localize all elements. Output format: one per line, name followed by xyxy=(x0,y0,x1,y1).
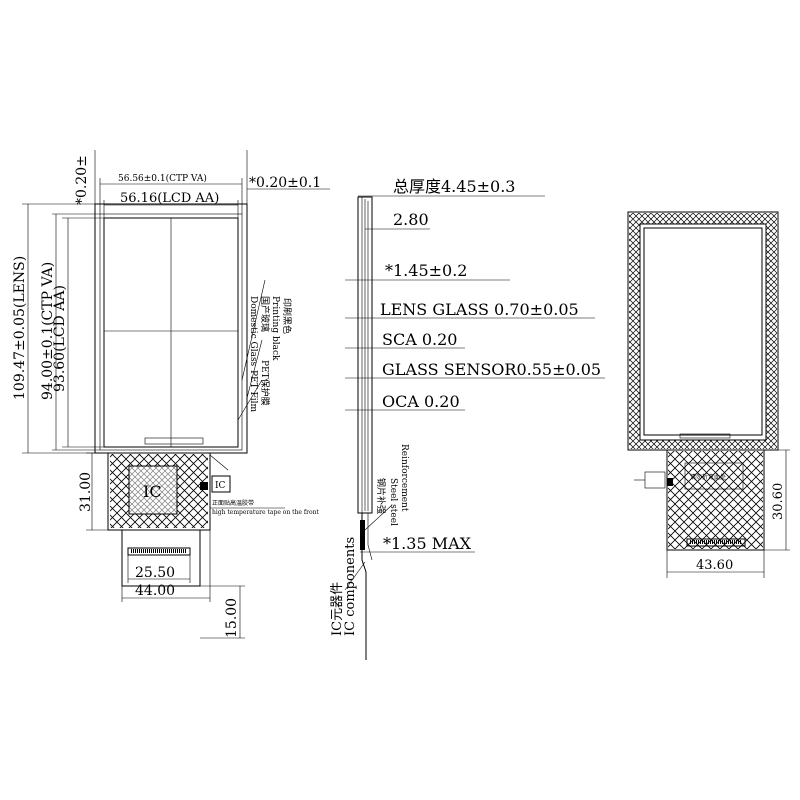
back-label-text: 请勿折弯此处 xyxy=(690,473,726,481)
sca-label: SCA 0.20 xyxy=(382,330,457,349)
front-view: 56.56±0.1(CTP VA) 56.16(LCD AA) *0.20±0.… xyxy=(12,150,330,639)
thickness-145-label: *1.45±0.2 xyxy=(385,261,467,280)
ctp-va-width-label: 56.56±0.1(CTP VA) xyxy=(118,173,207,184)
thickness-280-label: 2.80 xyxy=(393,210,429,229)
fpc-tail-label: 15.00 xyxy=(224,598,240,638)
lcd-aa-width-label: 56.16(LCD AA) xyxy=(120,191,219,206)
connector xyxy=(127,547,191,556)
side-stiffener xyxy=(360,520,365,550)
fpc-tail xyxy=(121,530,201,587)
back-label xyxy=(684,462,744,490)
printing-black-cn-label: 印刷黑色 xyxy=(281,298,293,334)
oca-label: OCA 0.20 xyxy=(382,392,460,411)
ic-comp-en-label: IC components xyxy=(343,537,358,636)
lcd-aa-height-label: 93.60(LCD AA) xyxy=(52,285,68,392)
back-connector xyxy=(686,538,746,547)
left-tolerance-label: *0.20± xyxy=(74,155,90,205)
pet-film-en-label: PET Film xyxy=(248,370,258,412)
steel-cn-label: 钢片补强 xyxy=(375,478,387,514)
back-window-inner xyxy=(643,227,763,436)
fpc-width-label: 44.00 xyxy=(135,583,175,599)
domestic-glass-cn-label: 国产玻璃 xyxy=(259,296,271,332)
glass-sensor-label: GLASS SENSOR0.55±0.05 xyxy=(382,360,601,379)
back-fpc-width-label: 43.60 xyxy=(696,558,733,573)
lens-glass-label: LENS GLASS 0.70±0.05 xyxy=(380,300,579,319)
fpc-height-label: 31.00 xyxy=(78,472,94,512)
ic-comp-cn-label: IC元器件 xyxy=(330,582,345,636)
printing-black-en-label: Printing black xyxy=(270,296,280,361)
ic-label: IC xyxy=(143,482,162,501)
tape-cn-label: 正面贴高温胶带 xyxy=(212,499,254,507)
ctp-va-outline xyxy=(99,213,243,451)
tape-en-label: high temperature tape on the front xyxy=(212,509,319,516)
back-fpc xyxy=(666,449,765,551)
total-thickness-label: 总厚度4.45±0.3 xyxy=(393,177,515,196)
domestic-glass-en-label: Domestic Glass xyxy=(248,296,258,367)
back-frame-outer xyxy=(627,211,779,451)
lcd-bottom-tab xyxy=(144,437,204,445)
ic-small-box xyxy=(211,475,231,493)
max-thickness-label: *1.35 MAX xyxy=(383,534,472,553)
steel-en1-label: Steel steel xyxy=(388,478,398,526)
ic-small-label: IC xyxy=(215,481,226,491)
back-frame-hatch xyxy=(629,213,777,449)
connector-width-label: 25.50 xyxy=(135,565,175,581)
back-fpc-height-label: 30.60 xyxy=(771,483,786,520)
ctp-va-height-label: 94.00±0.1(CTP VA) xyxy=(40,262,56,400)
pet-film-cn-label: PET保护膜 xyxy=(259,360,271,406)
back-window-outer xyxy=(639,223,767,441)
side-body xyxy=(357,196,373,514)
steel-en2-label: Reinforcement xyxy=(399,444,409,512)
lens-height-label: 109.47±0.05(LENS) xyxy=(12,256,28,400)
side-view: 总厚度4.45±0.3 2.80 *1.45±0.2 LENS GLASS 0.… xyxy=(330,177,605,660)
back-view: 请勿折弯此处 43.60 30.60 xyxy=(627,211,790,578)
top-tolerance-label: *0.20±0.1 xyxy=(249,175,321,191)
